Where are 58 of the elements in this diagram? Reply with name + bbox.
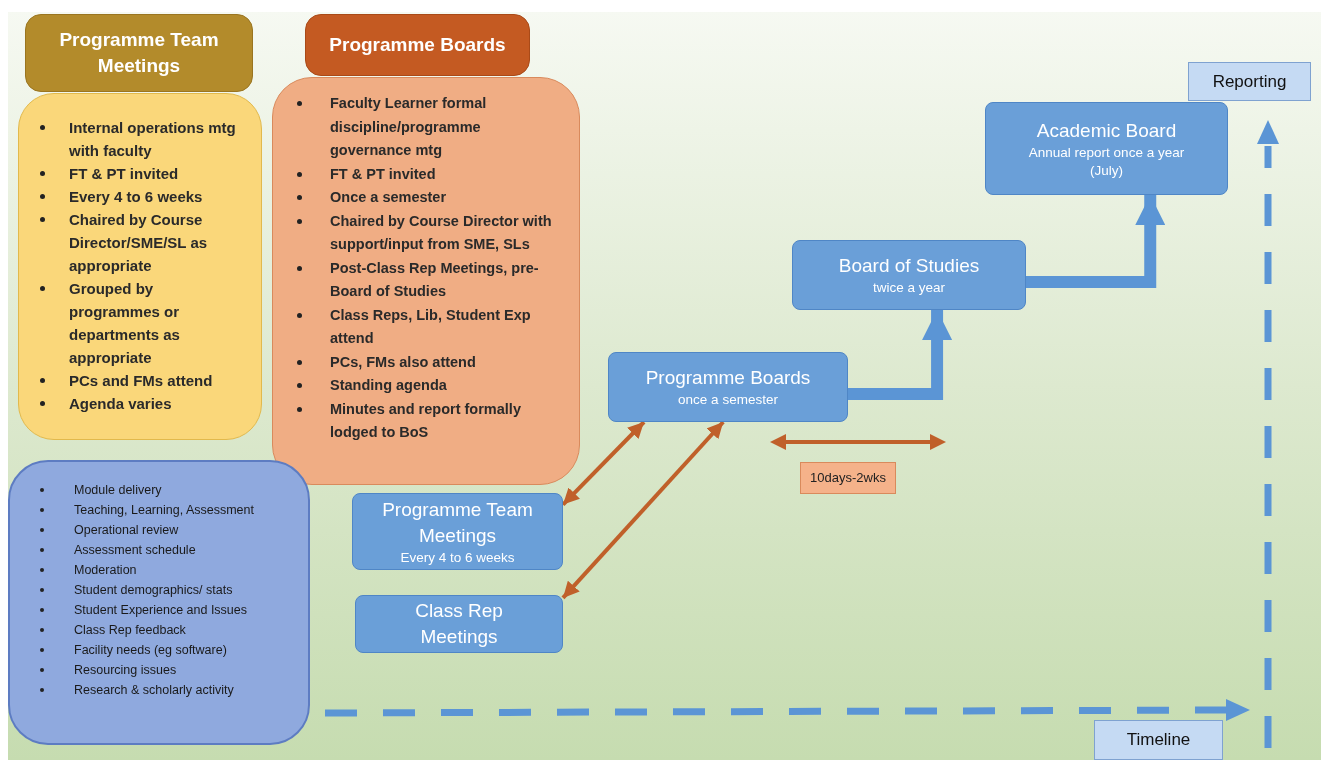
bullet-list-card [8,460,310,745]
list-item-text: Resourcing issues [74,662,177,679]
duration-text: 10days-2wks [810,469,886,488]
header-text: Programme Boards [329,33,506,57]
process-box [355,595,563,653]
list-item-text: Post-Class Rep Meetings, pre-Board of Studies [330,258,540,301]
bullet-list-card [18,93,262,440]
block-arrow [1026,195,1166,288]
list-item-text: Student Experience and Issues [74,602,248,619]
process-box [985,102,1228,195]
double-arrow [561,420,646,506]
list-item-text: Once a semester [330,188,447,207]
list-item-text: Module delivery [74,482,162,499]
header-box [25,14,253,92]
double-arrow [561,420,725,600]
list-item-text: Standing agenda [330,376,447,395]
list-item-text: Student demographics/ stats [74,582,233,599]
process-box [352,493,563,570]
box-subtitle: Every 4 to 6 weeks [400,548,515,567]
list-item-text: Research & scholarly activity [74,682,234,699]
bullet-list-card [272,77,580,485]
duration-tag [800,462,896,494]
list-item-text: Grouped by programmes or departments as appropriate [69,279,181,368]
box-subtitle: Annual report once a year (July) [1027,143,1186,180]
header-text: Programme Team Meetings [58,28,220,78]
axis-label: Timeline [1126,729,1191,752]
list-item-text: PCs and FMs attend [69,371,213,391]
process-box [792,240,1026,310]
list-item-text: Teaching, Learning, Assessment [74,502,254,519]
list-item-text: Every 4 to 6 weeks [69,187,203,207]
box-title: Class Rep Meetings [414,599,504,649]
list-item-text: Class Reps, Lib, Student Exp attend [330,305,532,348]
list-item-text: FT & PT invited [69,164,179,184]
list-item-text: Minutes and report formally lodged to BoS [330,399,522,442]
list-item-text: Internal operations mtg with faculty [69,118,237,161]
box-title: Board of Studies [838,254,980,278]
axis-label: Reporting [1212,70,1287,93]
list-item-text: Operational review [74,522,179,539]
box-title: Programme Team Meetings [381,497,534,548]
process-box [608,352,848,422]
list-item-text: Facility needs (eg software) [74,642,227,659]
box-title: Programme Boards [645,366,811,390]
list-item-text: Moderation [74,562,137,579]
list-item-text: FT & PT invited [330,164,436,184]
list-item-text: Assessment schedule [74,542,196,559]
header-box [305,14,530,76]
list-item-text: Faculty Learner formal discipline/programme governance mtg [330,94,488,160]
box-title: Academic Board [1036,118,1177,143]
list-item-text: Chaired by Course Director/SME/SL as appropriate [69,210,209,276]
axis-label-box [1188,62,1311,101]
box-subtitle: twice a year [873,279,945,297]
list-item-text: PCs, FMs also attend [330,352,476,372]
list-item-text: Class Rep feedback [74,622,186,639]
block-arrow [848,310,953,400]
axis-label-box [1094,720,1223,760]
list-item-text: Agenda varies [69,394,172,414]
box-subtitle: once a semester [678,391,778,409]
list-item-text: Chaired by Course Director with support/input from SME, SLs [330,211,553,254]
